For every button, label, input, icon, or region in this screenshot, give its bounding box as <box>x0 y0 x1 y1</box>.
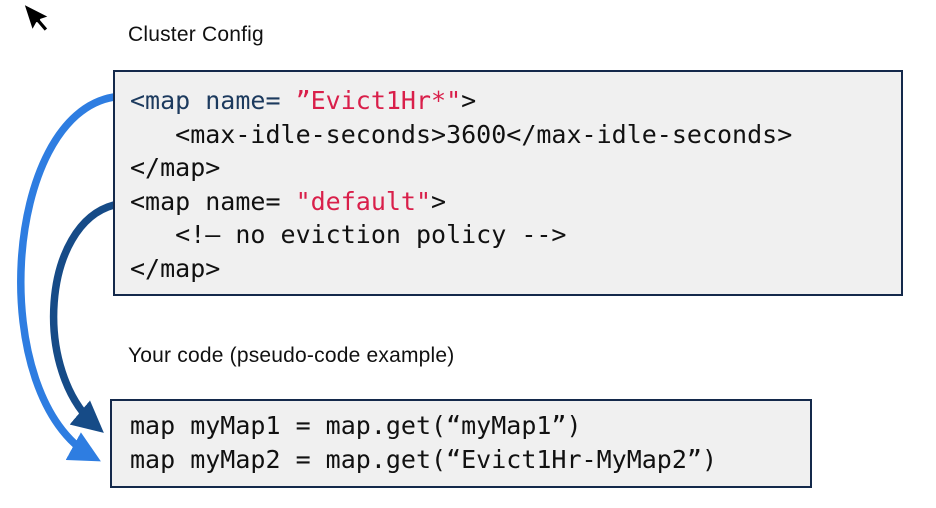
your-code-title: Your code (pseudo-code example) <box>128 344 455 367</box>
xml-tag-close-bracket: > <box>431 186 447 216</box>
xml-tag-close-bracket: > <box>461 86 477 115</box>
code-line-comment-no-eviction: <!– no eviction policy --> <box>130 220 567 249</box>
arrow-evict-config-to-mymap2 <box>17 93 115 462</box>
code-line-map-open-evict: <map name= ”Evict1Hr*"> <box>130 84 901 118</box>
arrow-default-config-to-mymap1 <box>49 201 116 433</box>
map-name-default-value: "default" <box>295 186 432 216</box>
cluster-config-code-block: <map name= ”Evict1Hr*"> <max-idle-second… <box>113 70 903 296</box>
code-line-max-idle-seconds: <max-idle-seconds>3600</max-idle-seconds… <box>130 119 793 149</box>
xml-tag-open: <map name= <box>130 186 296 216</box>
mouse-cursor-icon <box>21 1 52 34</box>
cursor-arrow-shape <box>21 1 52 34</box>
code-line-map-close-1: </map> <box>130 153 221 182</box>
code-line-get-evict1hr-mymap2: map myMap2 = map.get(“Evict1Hr-MyMap2”) <box>130 445 717 474</box>
code-line-map-close-2: </map> <box>130 253 221 283</box>
code-line-get-mymap1: map myMap1 = map.get(“myMap1”) <box>130 411 582 440</box>
code-line-map-open-default: <map name= "default"> <box>130 185 901 219</box>
map-name-evict-value: ”Evict1Hr*" <box>295 86 462 115</box>
xml-tag-open: <map name= <box>130 86 296 115</box>
cluster-config-title: Cluster Config <box>128 23 264 46</box>
pseudo-code-block: map myMap1 = map.get(“myMap1”) map myMap… <box>110 399 812 488</box>
